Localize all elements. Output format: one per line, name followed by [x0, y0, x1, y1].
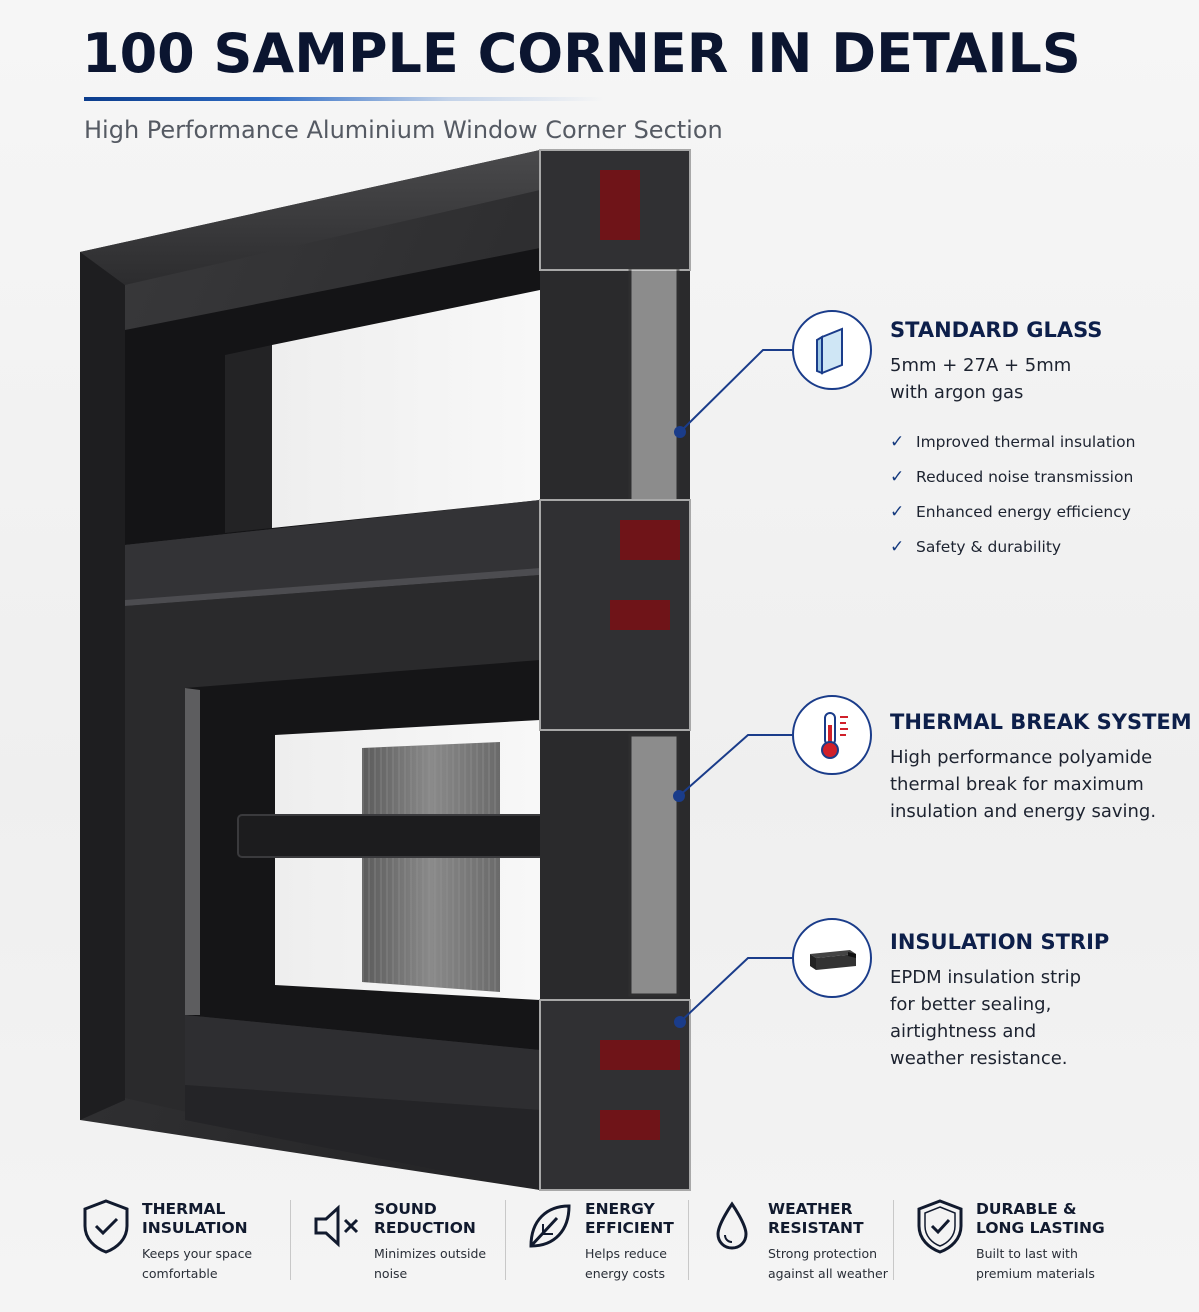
- check-icon: ✓: [890, 536, 905, 557]
- callout-desc-line: with argon gas: [890, 382, 1024, 403]
- sash-frame: [125, 575, 571, 1190]
- callout-desc-line: insulation and energy saving.: [890, 801, 1157, 822]
- callout-title: STANDARD GLASS: [890, 318, 1103, 342]
- profile-section: [539, 149, 691, 1191]
- glass-callout-dot: [674, 426, 686, 438]
- list-item: ✓Enhanced energy efficiency: [890, 501, 1131, 522]
- callout-desc-line: thermal break for maximum: [890, 774, 1144, 795]
- feature-divider: [893, 1200, 894, 1280]
- shield-check-icon: [83, 1199, 129, 1254]
- callout-desc-line: EPDM insulation strip: [890, 967, 1082, 988]
- upper-glass-opening: [125, 248, 540, 545]
- speaker-mute-icon: [314, 1204, 359, 1248]
- check-icon: ✓: [890, 501, 905, 522]
- callout-desc-line: airtightness and: [890, 1021, 1037, 1042]
- callout-desc-line: weather resistance.: [890, 1048, 1068, 1069]
- list-item: ✓Safety & durability: [890, 536, 1062, 557]
- check-icon: ✓: [890, 466, 905, 487]
- standard-glass-callout: STANDARD GLASS 5mm + 27A + 5mm with argo…: [890, 318, 1180, 564]
- callout-desc-line: 5mm + 27A + 5mm: [890, 355, 1072, 376]
- water-drop-icon: [716, 1201, 748, 1250]
- feature-divider: [290, 1200, 291, 1280]
- check-icon: ✓: [890, 431, 905, 452]
- strip-callout-dot: [674, 1016, 686, 1028]
- page-title: 100 SAMPLE CORNER IN DETAILS: [82, 22, 1081, 85]
- glass-benefits-list: ✓Improved thermal insulation ✓Reduced no…: [890, 424, 1180, 564]
- leaf-icon: [529, 1204, 571, 1248]
- thermometer-icon: [792, 695, 872, 775]
- transom-bar: [125, 500, 540, 606]
- callout-desc-line: for better sealing,: [890, 994, 1052, 1015]
- insulation-strip-icon: [792, 918, 872, 998]
- thermal-break-callout: THERMAL BREAK SYSTEM High performance po…: [890, 710, 1192, 825]
- list-item: ✓Reduced noise transmission: [890, 466, 1134, 487]
- feature-divider: [688, 1200, 689, 1280]
- feature-divider: [505, 1200, 506, 1280]
- insulation-strip-callout: INSULATION STRIP EPDM insulation strip f…: [890, 930, 1180, 1072]
- callout-title: THERMAL BREAK SYSTEM: [890, 710, 1192, 734]
- shield-check-icon: [917, 1199, 963, 1254]
- list-item: ✓Improved thermal insulation: [890, 431, 1136, 452]
- thermal-callout-dot: [673, 790, 685, 802]
- page-subtitle: High Performance Aluminium Window Corner…: [84, 116, 723, 144]
- title-underline: [84, 97, 604, 101]
- callout-title: INSULATION STRIP: [890, 930, 1110, 954]
- glass-pane-icon: [792, 310, 872, 390]
- callout-desc-line: High performance polyamide: [890, 747, 1153, 768]
- callout-leaders: [678, 349, 792, 1023]
